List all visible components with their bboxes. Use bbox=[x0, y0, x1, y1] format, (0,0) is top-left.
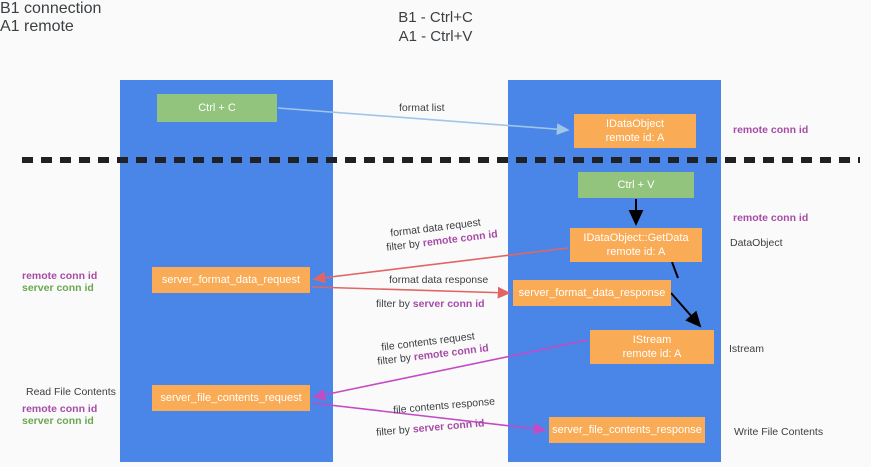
filter-prefix: filter by bbox=[376, 298, 413, 310]
note-remote-conn-id-mid: remote conn id bbox=[733, 212, 809, 224]
edge-format-data-response bbox=[311, 286, 511, 299]
filter-prefix: filter by bbox=[375, 423, 414, 439]
edge-label-format-data-response-filter: filter by server conn id bbox=[376, 297, 485, 311]
node-fmt-request-label: server_format_data_request bbox=[161, 274, 301, 286]
lane-header-a1: A1 remote bbox=[0, 18, 74, 35]
token-server-conn-id: server conn id bbox=[412, 298, 485, 310]
node-istream[interactable]: IStream remote id: A bbox=[590, 330, 714, 364]
note-left-remote-conn-id-bottom: remote conn id bbox=[22, 403, 98, 415]
note-left-server-conn-id-mid: server conn id bbox=[22, 282, 94, 294]
note-dataobject: DataObject bbox=[730, 237, 783, 249]
node-ctrl-v[interactable]: Ctrl + V bbox=[578, 172, 694, 198]
note-remote-conn-id-top: remote conn id bbox=[733, 124, 809, 136]
node-istream-sublabel: remote id: A bbox=[622, 348, 682, 360]
edge-label-file-contents-response-filter: filter by server conn id bbox=[376, 416, 485, 439]
edge-label-file-contents-response: file contents response bbox=[392, 395, 496, 417]
node-ctrl-c[interactable]: Ctrl + C bbox=[157, 94, 277, 122]
token-server-conn-id: server conn id bbox=[412, 417, 485, 436]
node-server-file-contents-request[interactable]: server_file_contents_request bbox=[152, 385, 310, 411]
node-getdata-label: IDataObject::GetData bbox=[583, 232, 689, 244]
node-istream-label: IStream bbox=[632, 334, 672, 346]
note-write-file-contents: Write File Contents bbox=[734, 426, 824, 438]
node-file-response-label: server_file_contents_response bbox=[552, 424, 702, 436]
node-server-format-data-response[interactable]: server_format_data_response bbox=[513, 280, 671, 306]
edge-label-format-list: format list bbox=[399, 102, 445, 114]
node-ctrl-v-label: Ctrl + V bbox=[617, 179, 655, 191]
node-idataobject-getdata[interactable]: IDataObject::GetData remote id: A bbox=[570, 228, 702, 262]
node-server-file-contents-response[interactable]: server_file_contents_response bbox=[549, 417, 705, 443]
note-read-file-contents: Read File Contents bbox=[26, 386, 116, 398]
note-left-remote-conn-id-mid: remote conn id bbox=[22, 270, 98, 282]
filter-prefix: filter by bbox=[385, 237, 424, 254]
node-ctrl-c-label: Ctrl + C bbox=[198, 102, 236, 114]
phase-divider bbox=[22, 157, 860, 163]
node-server-format-data-request[interactable]: server_format_data_request bbox=[152, 267, 310, 293]
lane-header-b1: B1 connection bbox=[0, 0, 102, 17]
note-left-server-conn-id-bottom: server conn id bbox=[22, 415, 94, 427]
node-idataobject[interactable]: IDataObject remote id: A bbox=[574, 114, 696, 148]
node-idataobject-sublabel: remote id: A bbox=[605, 132, 665, 144]
edge-label-format-data-response: format data response bbox=[389, 274, 489, 286]
node-file-request-label: server_file_contents_request bbox=[160, 392, 302, 404]
node-getdata-sublabel: remote id: A bbox=[606, 246, 666, 258]
filter-prefix: filter by bbox=[376, 351, 415, 368]
node-idataobject-label: IDataObject bbox=[605, 118, 665, 130]
note-istream: Istream bbox=[729, 343, 765, 355]
page-title: B1 - Ctrl+C A1 - Ctrl+V bbox=[398, 9, 473, 45]
node-fmt-response-label: server_format_data_response bbox=[518, 287, 666, 299]
